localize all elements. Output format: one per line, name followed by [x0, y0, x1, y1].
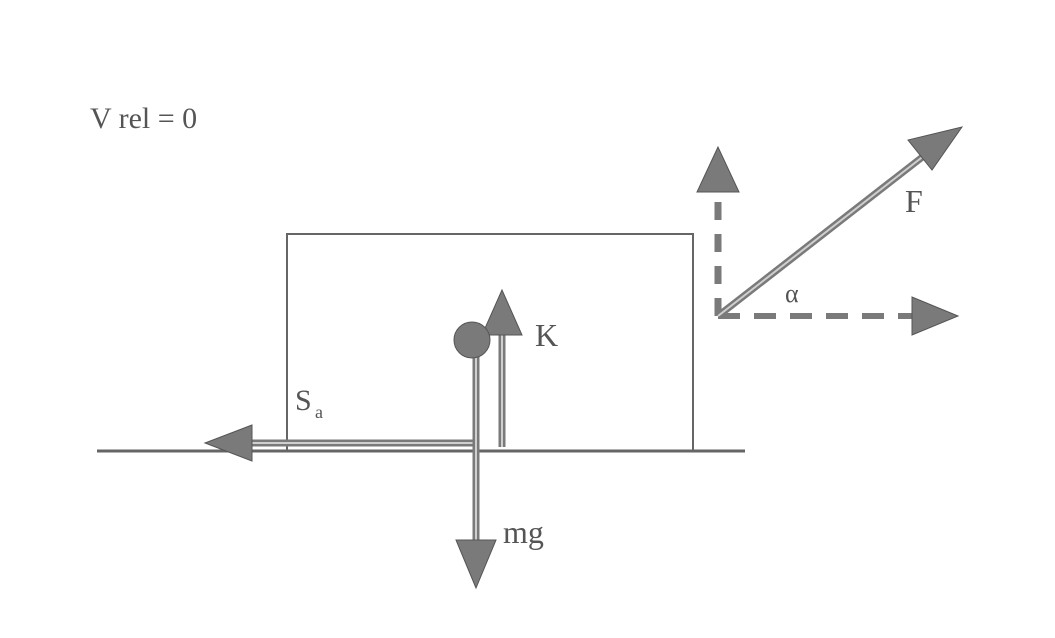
weight-arrow — [455, 354, 497, 590]
weight-label: mg — [503, 514, 544, 550]
friction-arrow — [203, 424, 476, 462]
relative-velocity-label: V rel = 0 — [90, 102, 197, 135]
friction-label-main: S — [295, 384, 312, 417]
center-of-mass-dot — [453, 321, 491, 359]
friction-label-subscript: a — [315, 402, 323, 422]
vertical-component-arrow — [696, 145, 740, 316]
normal-force-arrow — [481, 288, 523, 447]
angle-label: α — [785, 279, 799, 308]
horizontal-component-arrow — [718, 296, 960, 336]
normal-force-label: K — [535, 317, 558, 353]
friction-label: S a — [295, 384, 323, 422]
applied-force-arrow — [715, 126, 964, 319]
applied-force-label: F — [905, 183, 923, 219]
block — [286, 233, 694, 452]
